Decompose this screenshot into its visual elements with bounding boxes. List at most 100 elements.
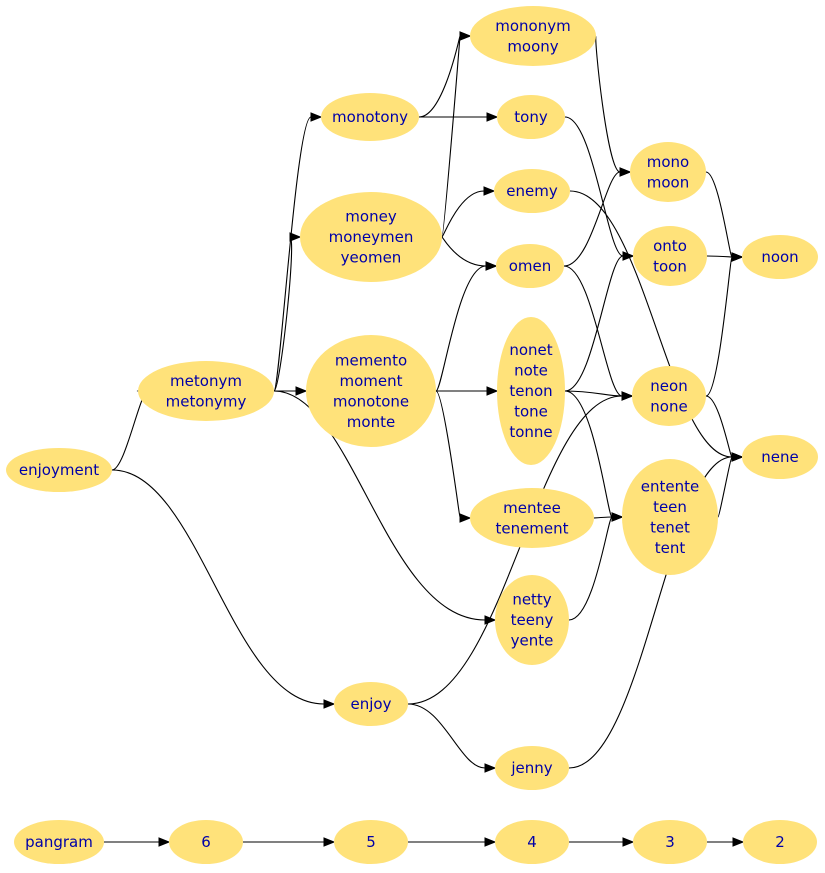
edge-line [441, 190, 485, 238]
node-label: metonymy [166, 392, 247, 410]
edge-line [564, 116, 624, 257]
edge-line [564, 255, 624, 392]
node-ellipse [306, 335, 436, 447]
edge-line [441, 35, 461, 238]
node-label: tonne [509, 423, 552, 441]
edge-enjoyment-enjoy [111, 469, 336, 709]
node-noon: noon [742, 235, 818, 279]
edge-monotony-tony [419, 112, 499, 122]
node-omen: omen [496, 244, 564, 288]
edge-mono-noon [705, 171, 744, 262]
node-ellipse [743, 820, 817, 864]
edge-enjoy-jenny [407, 703, 497, 773]
node-label: moon [647, 173, 689, 191]
edge-money-mononym [441, 31, 472, 238]
node-ellipse [470, 488, 594, 548]
edge-line [705, 395, 733, 458]
edge-metonym-money [273, 232, 302, 392]
arrowhead-icon [486, 386, 499, 396]
edge-line [568, 456, 733, 769]
node-ellipse [742, 235, 818, 279]
arrowhead-icon [484, 763, 497, 773]
arrowhead-icon [459, 513, 472, 523]
arrowhead-icon [731, 452, 744, 462]
node-label: pangram [25, 833, 93, 851]
node-ellipse [494, 169, 570, 213]
node-ellipse [14, 820, 104, 864]
edge-line [705, 256, 733, 397]
edge-line [705, 171, 733, 258]
node-label: tony [514, 108, 548, 126]
edge-memento-omen [435, 261, 498, 392]
node-label: memento [335, 351, 407, 369]
edge-mononym-mono [595, 35, 632, 177]
node-ellipse [169, 820, 243, 864]
node-money: money moneymen yeomen [300, 192, 442, 282]
node-monotony: monotony [321, 93, 419, 141]
node-ellipse [742, 435, 818, 479]
node-label: none [650, 397, 687, 415]
edge-line [273, 390, 486, 621]
node-pangram: pangram [14, 820, 104, 864]
edge-line [563, 171, 621, 267]
arrowhead-icon [485, 261, 498, 271]
edge-line [706, 255, 733, 258]
edge-memento-mentee [435, 390, 472, 523]
node-label: note [514, 362, 548, 380]
node-label: 3 [665, 833, 675, 851]
node-ellipse [632, 366, 706, 426]
arrowhead-icon [310, 112, 323, 122]
node-ellipse [6, 448, 112, 492]
edges-layer [103, 31, 745, 847]
node-ellipse [630, 142, 706, 202]
node-label: netty [512, 591, 551, 609]
edge-line [564, 390, 613, 518]
node-nene: nene [742, 435, 818, 479]
node-label: 6 [201, 833, 211, 851]
node-label: money [345, 208, 397, 226]
arrowhead-icon [622, 251, 635, 261]
arrowhead-icon [295, 386, 308, 396]
arrowhead-icon [158, 837, 171, 847]
node-label: 2 [775, 833, 785, 851]
node-label: omen [509, 257, 552, 275]
arrowhead-icon [459, 31, 472, 41]
edge-line [407, 395, 623, 705]
node-label: mentee [503, 499, 561, 517]
node-label: tent [655, 539, 686, 557]
node-label: tenet [650, 518, 690, 536]
edge-nonet-onto [564, 251, 635, 392]
node-label: yeomen [341, 249, 402, 267]
node-label: enemy [506, 182, 558, 200]
edge-line [441, 236, 487, 267]
node-ellipse [497, 317, 565, 465]
node-label: toon [653, 257, 687, 275]
node-ellipse [633, 820, 707, 864]
edge-n3-n2 [706, 837, 745, 847]
edge-line [568, 516, 613, 621]
node-label: nene [761, 448, 798, 466]
node-label: moneymen [329, 228, 414, 246]
edge-n5-n4 [407, 837, 497, 847]
node-ellipse [622, 459, 718, 575]
edge-line [418, 35, 461, 118]
node-n2: 2 [743, 820, 817, 864]
node-n3: 3 [633, 820, 707, 864]
edge-line [435, 265, 487, 392]
arrowhead-icon [323, 837, 336, 847]
node-label: onto [653, 237, 687, 255]
node-label: monte [347, 413, 395, 431]
node-jenny: jenny [495, 746, 569, 790]
node-label: mononym [495, 17, 570, 35]
edge-line [111, 469, 325, 705]
node-ellipse [334, 682, 408, 726]
edge-omen-neon [563, 265, 634, 401]
edge-metonym-monotony [273, 112, 323, 392]
node-label: tenon [509, 382, 552, 400]
edge-line [569, 190, 733, 458]
